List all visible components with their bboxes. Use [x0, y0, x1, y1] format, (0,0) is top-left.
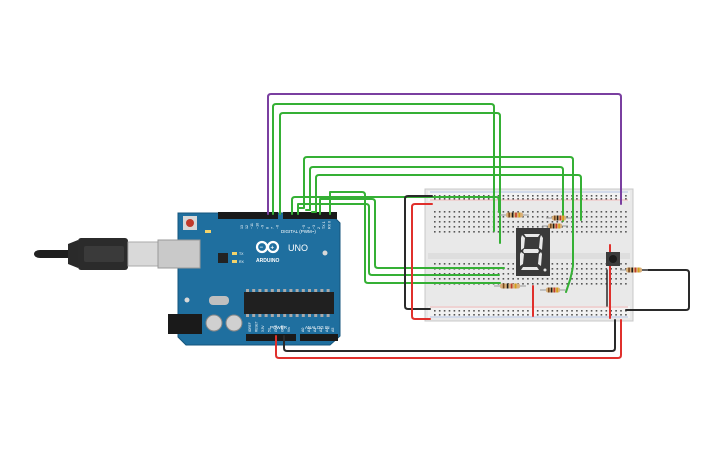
seven-segment-display-icon[interactable] [516, 228, 550, 276]
digital-header-right[interactable] [283, 212, 337, 219]
wires[interactable] [267, 93, 690, 359]
digital-pin-label: 2 [317, 227, 321, 229]
digital-pin-label: TX 1 [322, 221, 326, 229]
power-pin-label: 3.3V [261, 325, 265, 332]
digital-pin-label: 4 [307, 227, 311, 229]
svg-text:+: + [271, 246, 275, 252]
power-pin-label: Vin [287, 327, 291, 332]
wire-green [279, 112, 501, 244]
digital-pin-label: ~5 [302, 225, 306, 229]
resistors[interactable] [494, 212, 648, 293]
wire-black [283, 319, 616, 352]
resistor[interactable] [542, 223, 568, 229]
resistor[interactable] [540, 287, 566, 293]
analog-pin-label: A0 [301, 328, 305, 332]
digital-header-left[interactable] [218, 212, 278, 219]
power-pin-label: GND [281, 324, 285, 332]
wire-green [291, 196, 500, 215]
wire-green [297, 203, 500, 276]
digital-pin-label: ~3 [312, 225, 316, 229]
svg-text:−: − [260, 245, 264, 251]
atmega-chip [244, 292, 334, 314]
wire-black [404, 195, 433, 310]
wire-purple [267, 93, 622, 215]
digital-pin-label: RX 0 [327, 221, 331, 229]
digital-pin-label: ~6 [276, 225, 280, 229]
analog-pin-label: A4 [325, 328, 329, 332]
tx-label: TX [239, 252, 244, 256]
wire-green [272, 103, 495, 232]
resistor[interactable] [494, 283, 526, 289]
wire-green [329, 191, 501, 284]
wire-black [625, 269, 690, 311]
wire-green [319, 198, 505, 269]
wire-green [305, 166, 564, 222]
analog-pin-label: A2 [313, 328, 317, 332]
pushbutton-icon[interactable] [606, 252, 620, 266]
digital-pin-label: ~9 [260, 225, 264, 229]
digital-pin-label: 12 [245, 225, 249, 229]
analog-label: ANALOG IN [305, 325, 330, 330]
rx-label: RX [239, 260, 245, 264]
digital-pin-label: 8 [266, 227, 270, 229]
wire-green [311, 174, 582, 221]
wire-red [275, 319, 622, 359]
resistor[interactable] [500, 212, 529, 218]
power-label: POWER [270, 325, 288, 330]
model-label: UNO [288, 243, 308, 253]
digital-pin-label: ~10 [255, 223, 259, 229]
brand-label: ARDUINO [256, 258, 279, 264]
usb-cable-icon[interactable] [34, 238, 159, 270]
analog-pin-label: A5 [331, 328, 335, 332]
wire-red [411, 203, 433, 320]
analog-pin-label: A3 [319, 328, 323, 332]
power-pin-label: GND [274, 324, 278, 332]
power-pin-label: 5V [268, 327, 272, 332]
digital-pin-label: 7 [271, 227, 275, 229]
infinity-logo-icon: − + [255, 240, 280, 254]
resistor[interactable] [546, 215, 572, 221]
resistor[interactable] [620, 267, 648, 273]
digital-pin-label: 13 [240, 225, 244, 229]
digital-header-label: DIGITAL (PWM~) [281, 229, 316, 234]
power-pin-label: RESET [255, 321, 259, 332]
analog-pin-label: A1 [307, 328, 311, 332]
power-pin-label: IOREF [248, 322, 252, 332]
power-header[interactable] [246, 334, 296, 341]
digital-pin-label: ~11 [250, 223, 254, 229]
wire-green [565, 227, 574, 293]
analog-header[interactable] [300, 334, 338, 341]
wire-green [297, 156, 574, 229]
